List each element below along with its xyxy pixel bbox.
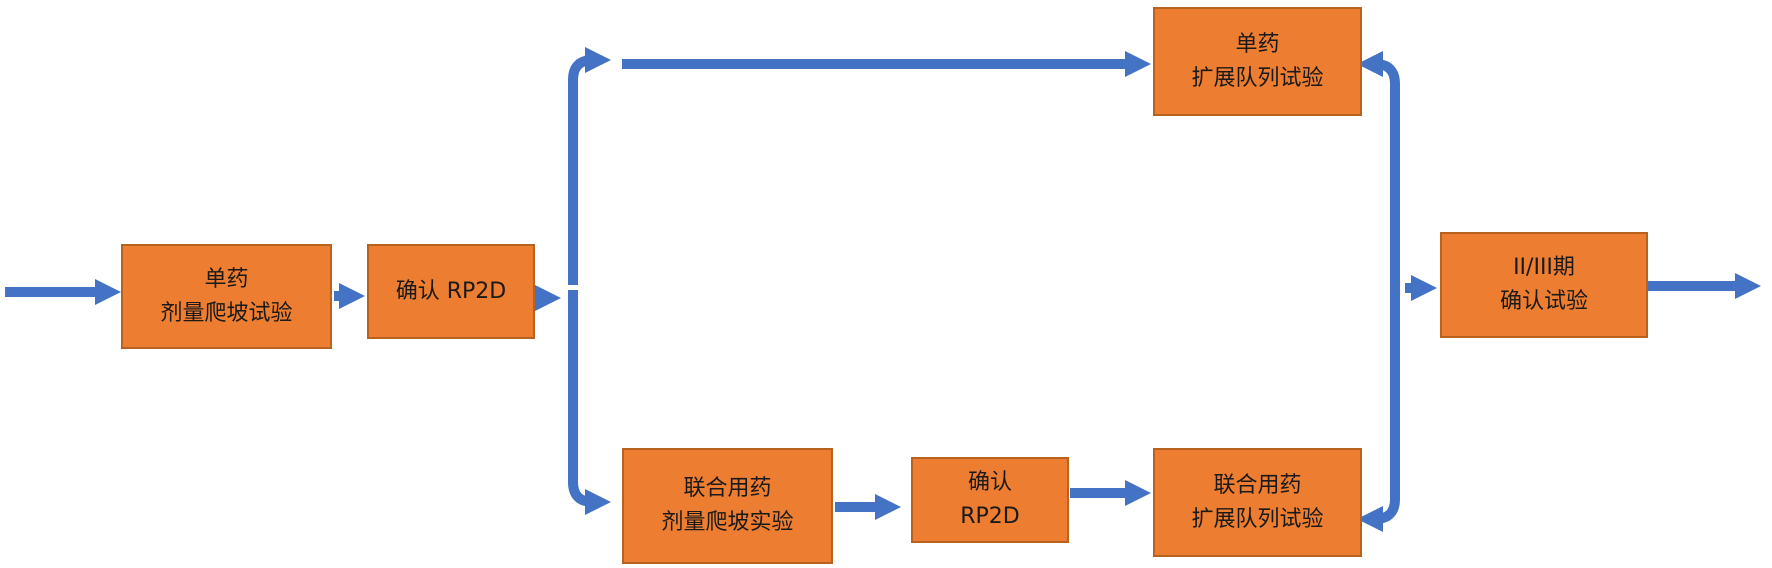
box-line-2: 确认试验 [1499,289,1588,314]
box-single-dose-escalation: 单药 剂量爬坡试验 [121,244,332,349]
box-combo-expansion: 联合用药 扩展队列试验 [1153,448,1362,557]
box-line-2: 剂量爬坡试验 [160,300,293,326]
arrow-merge-bottom [1357,285,1400,532]
box-confirm-rp2d-1: 确认 RP2D [367,244,535,339]
box-line-2: 剂量爬坡实验 [661,510,794,535]
box-line-1: 单药 [1235,31,1280,57]
box-phase-confirm: II/III期 确认试验 [1440,232,1648,338]
box-line-1: II/III期 [1513,255,1575,280]
box-combo-dose-escalation: 联合用药 剂量爬坡实验 [622,448,833,564]
arrow-merge-top [1357,51,1400,285]
box-line-1: 单药 [204,266,249,292]
box-line-2: RP2D [960,504,1020,529]
box-single-expansion: 单药 扩展队列试验 [1153,7,1362,116]
box-line-1: 联合用药 [1213,472,1302,498]
arrow-branch-up [568,47,611,285]
box-line-1: 确认 RP2D [395,278,507,304]
box-line-2: 扩展队列试验 [1191,65,1324,91]
box-line-1: 确认 [967,470,1012,495]
box-confirm-rp2d-2: 确认 RP2D [911,457,1069,543]
arrow-branch-down [568,290,611,515]
box-line-2: 扩展队列试验 [1191,506,1324,532]
box-line-1: 联合用药 [683,476,772,501]
